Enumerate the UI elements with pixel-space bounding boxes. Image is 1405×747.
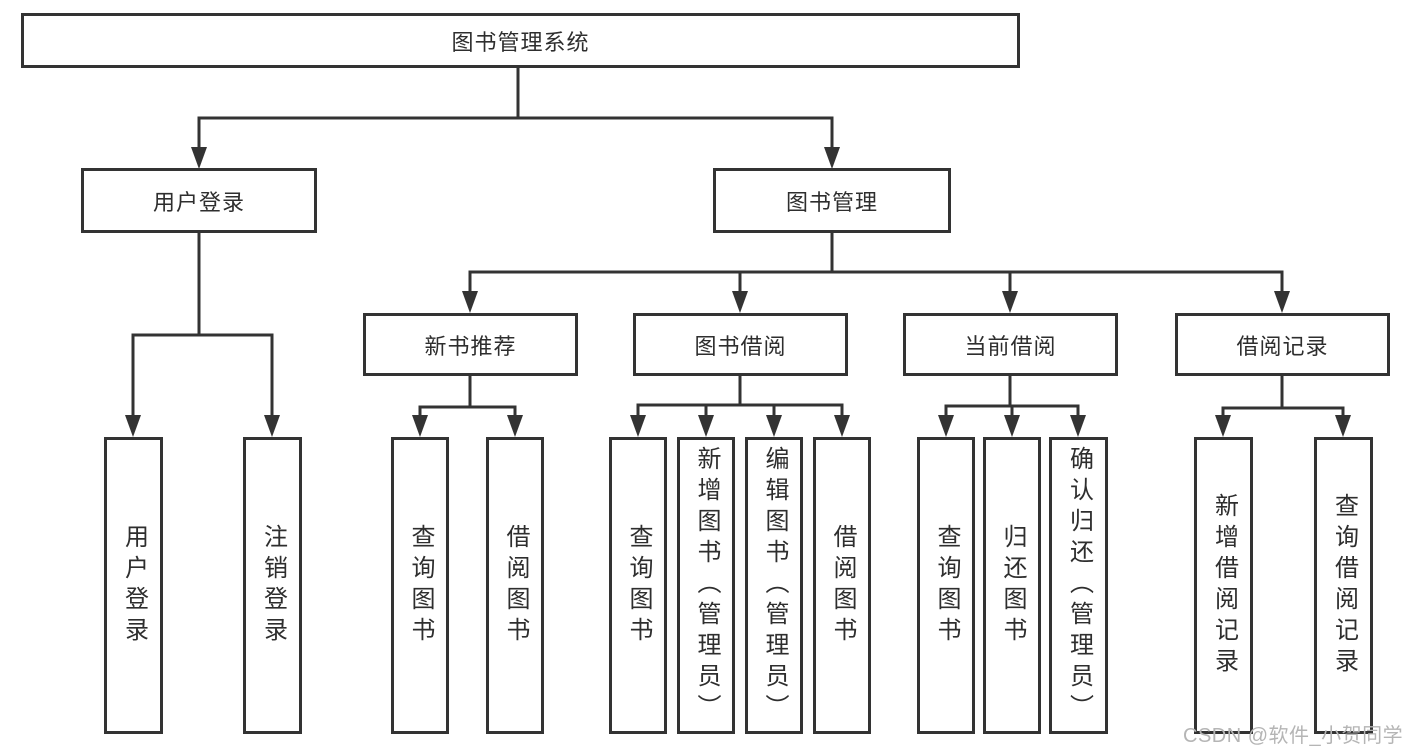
connector-current-to-children xyxy=(938,376,1086,437)
leaf-bb-add-book-admin: 新增图书（管理员） xyxy=(677,437,735,734)
leaf-logout: 注销登录 xyxy=(243,437,302,734)
leaf-cb-query-book: 查询图书 xyxy=(917,437,975,734)
arrow-down-icon xyxy=(834,415,850,437)
arrow-down-icon xyxy=(766,415,782,437)
leaf-rec-query-book: 查询图书 xyxy=(391,437,449,734)
node-new-book-recommend: 新书推荐 xyxy=(363,313,578,376)
arrow-down-icon xyxy=(1335,415,1351,437)
connector-records-to-children xyxy=(1215,376,1351,437)
arrow-down-icon xyxy=(507,415,523,437)
arrow-down-icon xyxy=(630,415,646,437)
leaf-bb-borrow-book: 借阅图书 xyxy=(813,437,871,734)
arrow-down-icon xyxy=(732,291,748,313)
node-current-borrow: 当前借阅 xyxy=(903,313,1118,376)
arrow-down-icon xyxy=(1215,415,1231,437)
leaf-br-add-record: 新增借阅记录 xyxy=(1194,437,1253,734)
arrow-down-icon xyxy=(824,147,840,169)
leaf-bb-edit-book-admin: 编辑图书（管理员） xyxy=(745,437,803,734)
arrow-down-icon xyxy=(412,415,428,437)
arrow-down-icon xyxy=(1002,291,1018,313)
arrow-down-icon xyxy=(938,415,954,437)
arrow-down-icon xyxy=(191,147,207,169)
arrow-down-icon xyxy=(1274,291,1290,313)
arrow-down-icon xyxy=(1004,415,1020,437)
arrow-down-icon xyxy=(698,415,714,437)
arrow-down-icon xyxy=(1070,415,1086,437)
arrow-down-icon xyxy=(264,415,280,437)
connector-root-to-level2 xyxy=(191,68,840,169)
node-root: 图书管理系统 xyxy=(21,13,1020,68)
leaf-cb-return-book: 归还图书 xyxy=(983,437,1041,734)
node-borrow-records: 借阅记录 xyxy=(1175,313,1390,376)
leaf-br-query-record: 查询借阅记录 xyxy=(1314,437,1373,734)
node-book-management: 图书管理 xyxy=(713,168,951,233)
leaf-rec-borrow-book: 借阅图书 xyxy=(486,437,544,734)
leaf-user-login: 用户登录 xyxy=(104,437,163,734)
leaf-bb-query-book: 查询图书 xyxy=(609,437,667,734)
watermark: CSDN @软件_小贺同学 xyxy=(1183,725,1404,747)
arrow-down-icon xyxy=(462,291,478,313)
node-book-borrow: 图书借阅 xyxy=(633,313,848,376)
connector-borrow-to-children xyxy=(630,376,850,437)
connector-mgmt-to-level3 xyxy=(462,232,1290,313)
node-user-login: 用户登录 xyxy=(81,168,317,233)
arrow-down-icon xyxy=(125,415,141,437)
connector-rec-to-children xyxy=(412,376,523,437)
leaf-cb-confirm-return-admin: 确认归还（管理员） xyxy=(1049,437,1108,734)
connector-login-to-children xyxy=(125,232,280,437)
